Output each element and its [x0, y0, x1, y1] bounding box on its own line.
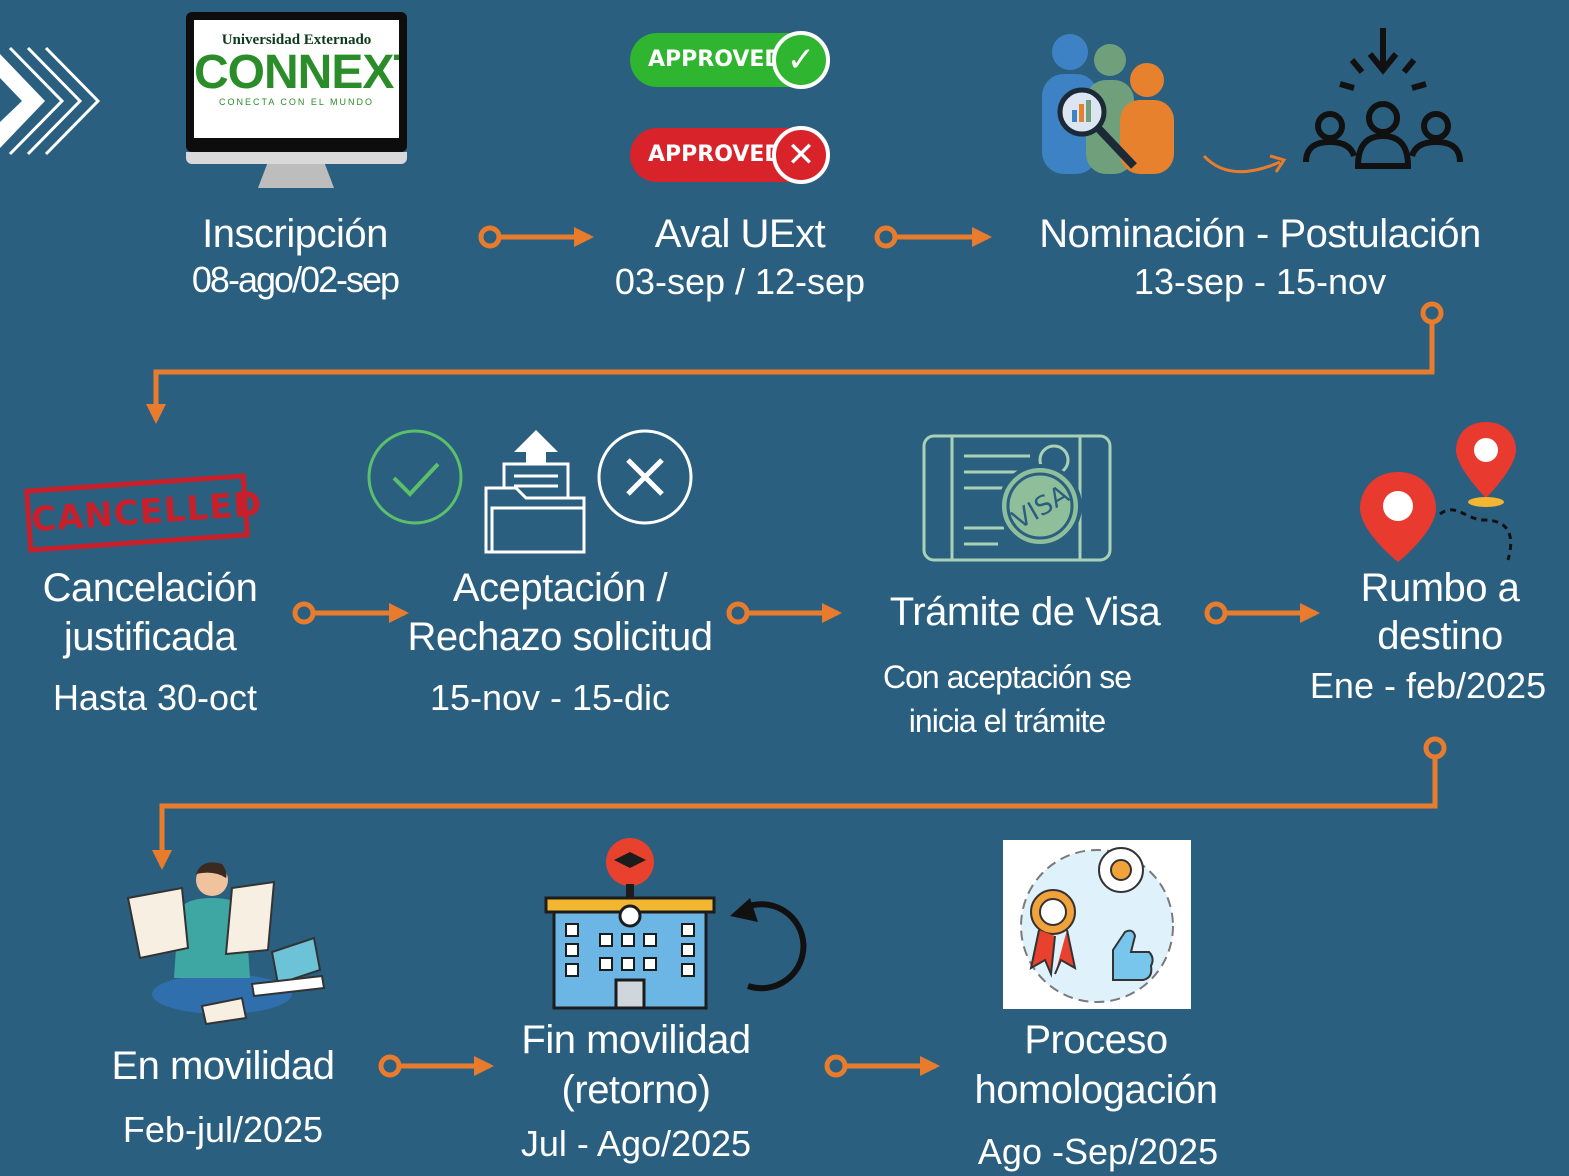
student-studying-icon: [126, 862, 326, 1026]
arrow-inscripcion-aval: [478, 225, 594, 249]
step-cancelacion-date: Hasta 30-oct: [52, 677, 258, 718]
group-selection-icon: [1303, 28, 1463, 169]
logo-university: Universidad Externado: [221, 32, 372, 48]
step-cancelacion-title-line2: justificada: [63, 615, 237, 659]
step-rumbo-date: Ene - feb/2025: [1309, 665, 1547, 706]
university-return-icon: [544, 838, 807, 1010]
visa-passport-icon: VISA: [922, 434, 1112, 562]
arrow-movilidad-fin: [378, 1054, 494, 1078]
arrow-aceptacion-visa: [726, 601, 842, 625]
step-inscripcion-title: Inscripción: [202, 212, 388, 256]
location-route-icon: [1360, 422, 1516, 562]
approved-badge: APPROVED ✓: [630, 31, 830, 89]
step-aval-title: Aval UExt: [654, 212, 826, 256]
logo-tagline: CONECTA CON EL MUNDO: [218, 97, 374, 107]
step-rumbo-title-line2: destino: [1377, 614, 1503, 658]
step-aceptacion-title-line1: Aceptación /: [452, 566, 668, 610]
step-fin-title-line1: Fin movilidad: [521, 1018, 751, 1062]
step-fin-date: Jul - Ago/2025: [520, 1123, 752, 1164]
step-aceptacion-date: 15-nov - 15-dic: [429, 677, 671, 718]
arrow-visa-rumbo: [1204, 601, 1320, 625]
step-nominacion-title: Nominación - Postulación: [1039, 212, 1481, 256]
step-homologacion-title-line2: homologación: [974, 1068, 1218, 1112]
step-homologacion-title-line1: Proceso: [1024, 1018, 1168, 1062]
folder-accept-reject-icon: [367, 429, 693, 554]
step-visa-title: Trámite de Visa: [889, 590, 1161, 634]
step-nominacion-date: 13-sep - 15-nov: [1133, 261, 1387, 302]
logo-brand: CONNEXT: [194, 46, 399, 99]
step-movilidad-title: En movilidad: [111, 1044, 335, 1088]
connector-row1-row2: [146, 301, 1444, 424]
step-visa-note-line1: Con aceptación se: [882, 659, 1132, 695]
step-homologacion-date: Ago -Sep/2025: [977, 1131, 1219, 1172]
arrow-cancelacion-aceptacion: [292, 601, 409, 625]
homologation-award-icon: [1003, 840, 1191, 1009]
step-movilidad-date: Feb-jul/2025: [122, 1109, 324, 1150]
step-visa-note-line2: inicia el trámite: [908, 703, 1106, 739]
arrow-aval-nominacion: [874, 225, 992, 249]
curved-arrow-icon: [1202, 154, 1287, 174]
step-aceptacion-title-line2: Rechazo solicitud: [407, 615, 714, 659]
check-icon: ✓: [772, 31, 830, 89]
step-cancelacion-title-line1: Cancelación: [42, 566, 258, 610]
step-rumbo-title-line1: Rumbo a: [1360, 566, 1520, 610]
chevron-decoration-icon: [0, 46, 101, 156]
rejected-badge: APPROVED ✕: [630, 126, 830, 184]
step-aval-date: 03-sep / 12-sep: [614, 261, 866, 302]
step-inscripcion-date: 08-ago/02-sep: [191, 259, 400, 300]
cross-icon: ✕: [772, 126, 830, 184]
step-fin-title-line2: (retorno): [561, 1068, 711, 1112]
arrow-fin-homologacion: [824, 1054, 940, 1078]
people-search-icon: [1042, 34, 1174, 174]
connector-row2-row3: [152, 736, 1447, 870]
